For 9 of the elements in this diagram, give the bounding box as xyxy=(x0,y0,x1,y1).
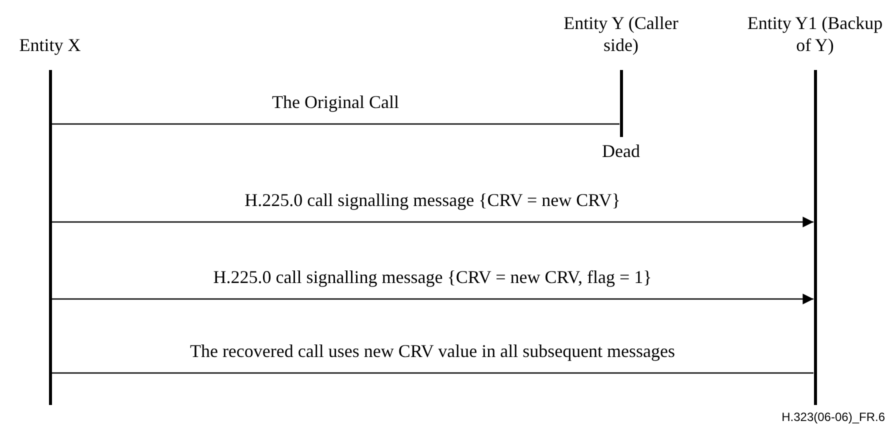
participant-label: Entity Y1 (Backup of Y) xyxy=(746,12,884,56)
lifeline-end-note: Dead xyxy=(602,141,640,161)
message-label: The Original Call xyxy=(272,92,399,112)
message-label: The recovered call uses new CRV value in all subsequent messages xyxy=(190,341,676,361)
participant-label: Entity Y (Caller side) xyxy=(562,12,680,56)
participant-label: Entity X xyxy=(18,34,82,56)
message-label: H.225.0 call signalling message {CRV = new CRV} xyxy=(244,190,620,210)
figure-reference: H.323(06-06)_FR.6 xyxy=(782,410,885,424)
message-label: H.225.0 call signalling message {CRV = new CRV, flag = 1} xyxy=(213,267,652,287)
